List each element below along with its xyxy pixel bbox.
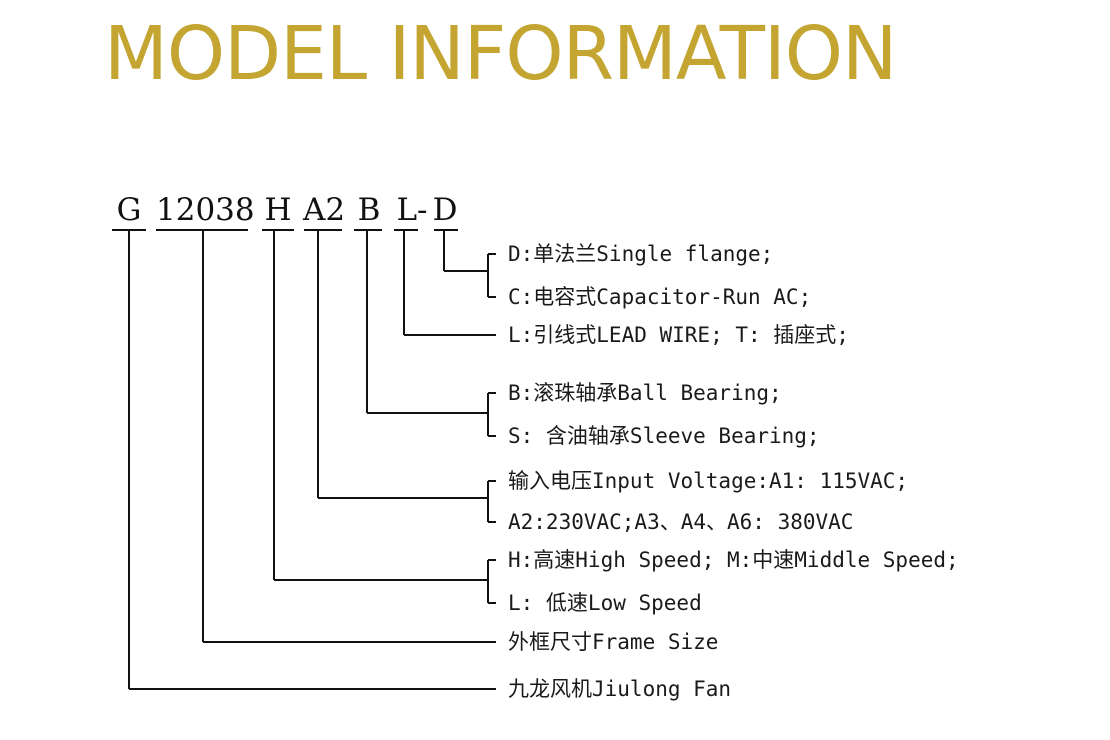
desc-brand: 九龙风机Jiulong Fan: [508, 677, 732, 701]
code-frame-size: 12038: [156, 192, 255, 228]
code-series-letter: G: [116, 192, 142, 228]
page-title: MODEL INFORMATION: [104, 11, 897, 97]
code-bearing: B: [357, 192, 381, 228]
desc-sleeve-bearing: S: 含油轴承Sleeve Bearing;: [508, 424, 820, 448]
desc-flange-single: D:单法兰Single flange;: [508, 242, 774, 266]
desc-speed-high-middle: H:高速High Speed; M:中速Middle Speed;: [508, 548, 959, 572]
code-voltage: A2: [302, 192, 346, 228]
desc-capacitor-run: C:电容式Capacitor-Run AC;: [508, 285, 812, 309]
code-flange: D: [432, 192, 458, 228]
desc-ball-bearing: B:滚珠轴承Ball Bearing;: [508, 381, 782, 405]
desc-voltage-options: A2:230VAC;A3、A4、A6: 380VAC: [508, 510, 854, 534]
code-speed: H: [264, 192, 292, 228]
desc-input-voltage: 输入电压Input Voltage:A1: 115VAC;: [508, 469, 909, 493]
desc-frame-size: 外框尺寸Frame Size: [508, 630, 719, 654]
desc-speed-low: L: 低速Low Speed: [508, 591, 702, 615]
code-wire: L-: [396, 192, 428, 228]
desc-lead-wire: L:引线式LEAD WIRE; T: 插座式;: [508, 323, 849, 347]
